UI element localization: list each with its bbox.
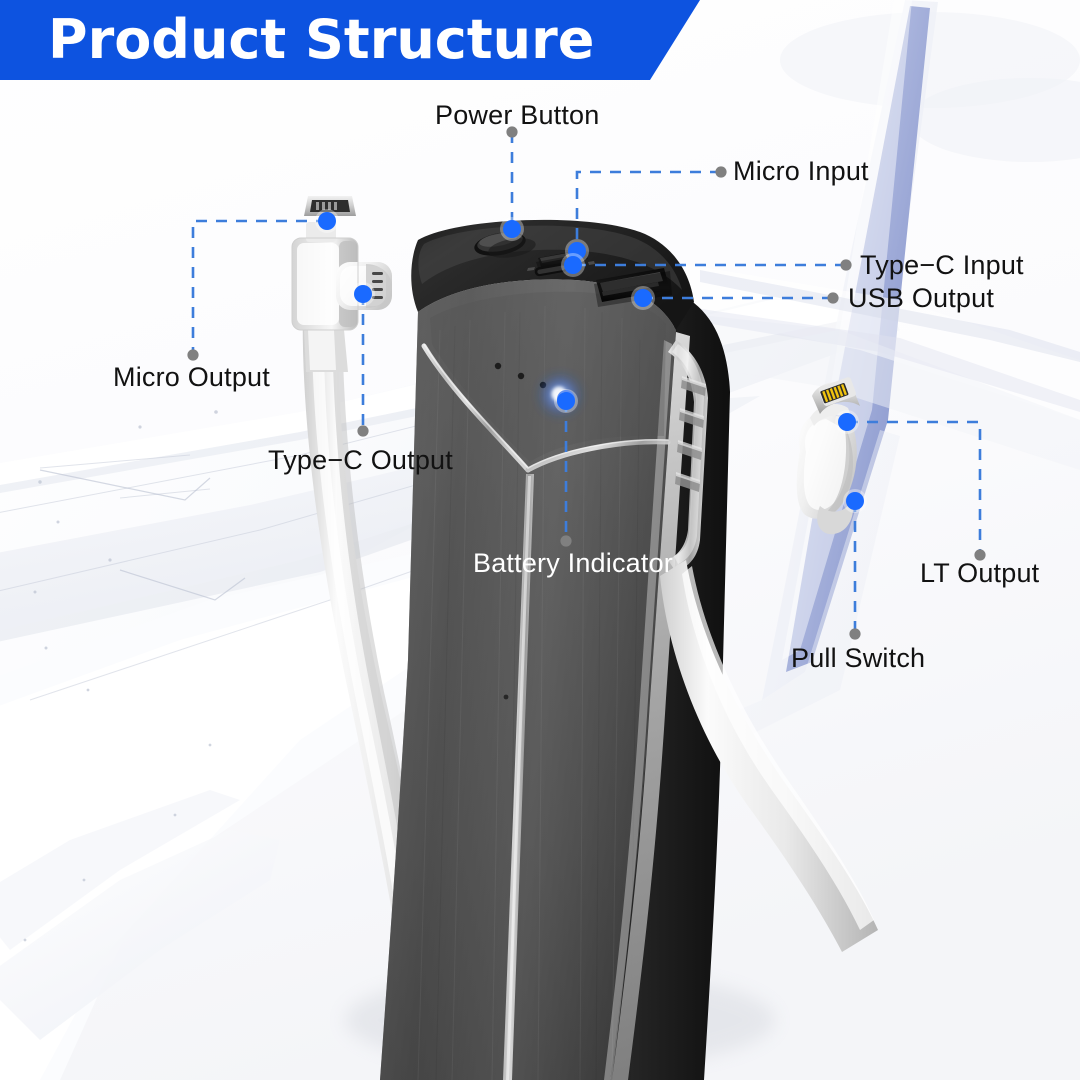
- anchor-dot-pull-switch[interactable]: [846, 492, 864, 510]
- lt-connector: [796, 377, 860, 535]
- anchor-dot-type-c-output[interactable]: [354, 285, 372, 303]
- label-pull-switch: Pull Switch: [791, 643, 926, 673]
- title-banner: Product Structure: [0, 0, 700, 80]
- anchor-dot-battery-indicator[interactable]: [557, 392, 575, 410]
- label-micro-input: Micro Input: [733, 156, 869, 186]
- label-battery-indicator: Battery Indicator: [473, 548, 673, 578]
- end-dot-power-button: [506, 126, 518, 138]
- type-c-input-port: [534, 262, 569, 277]
- callout-line-lt-output: [847, 420, 982, 555]
- anchor-dot-micro-output[interactable]: [318, 212, 336, 230]
- end-dot-type-c-input: [840, 259, 852, 271]
- label-type-c-output: Type−C Output: [268, 445, 453, 475]
- page-title: Product Structure: [48, 8, 595, 71]
- cable-channel: [668, 340, 708, 572]
- banner-shape: [0, 0, 700, 80]
- callout-line-micro-input: [575, 170, 721, 251]
- end-dot-micro-input: [715, 166, 727, 178]
- end-dot-pull-switch: [849, 628, 861, 640]
- end-dot-usb-output: [827, 292, 839, 304]
- anchor-dot-power-button[interactable]: [503, 220, 521, 238]
- label-type-c-input: Type−C Input: [860, 250, 1024, 280]
- end-dot-battery-indicator: [560, 535, 572, 547]
- anchor-dot-type-c-input[interactable]: [564, 256, 582, 274]
- end-dot-type-c-output: [357, 425, 369, 437]
- label-usb-output: USB Output: [848, 283, 995, 313]
- label-power-button: Power Button: [435, 100, 600, 130]
- anchor-dot-micro-input[interactable]: [568, 242, 586, 260]
- callout-line-micro-output: [191, 219, 327, 355]
- label-micro-output: Micro Output: [113, 362, 270, 392]
- end-dot-micro-output: [187, 349, 199, 361]
- end-dot-lt-output: [974, 549, 986, 561]
- anchor-dot-lt-output[interactable]: [838, 413, 856, 431]
- anchor-dot-usb-output[interactable]: [634, 289, 652, 307]
- label-lt-output: LT Output: [920, 558, 1040, 588]
